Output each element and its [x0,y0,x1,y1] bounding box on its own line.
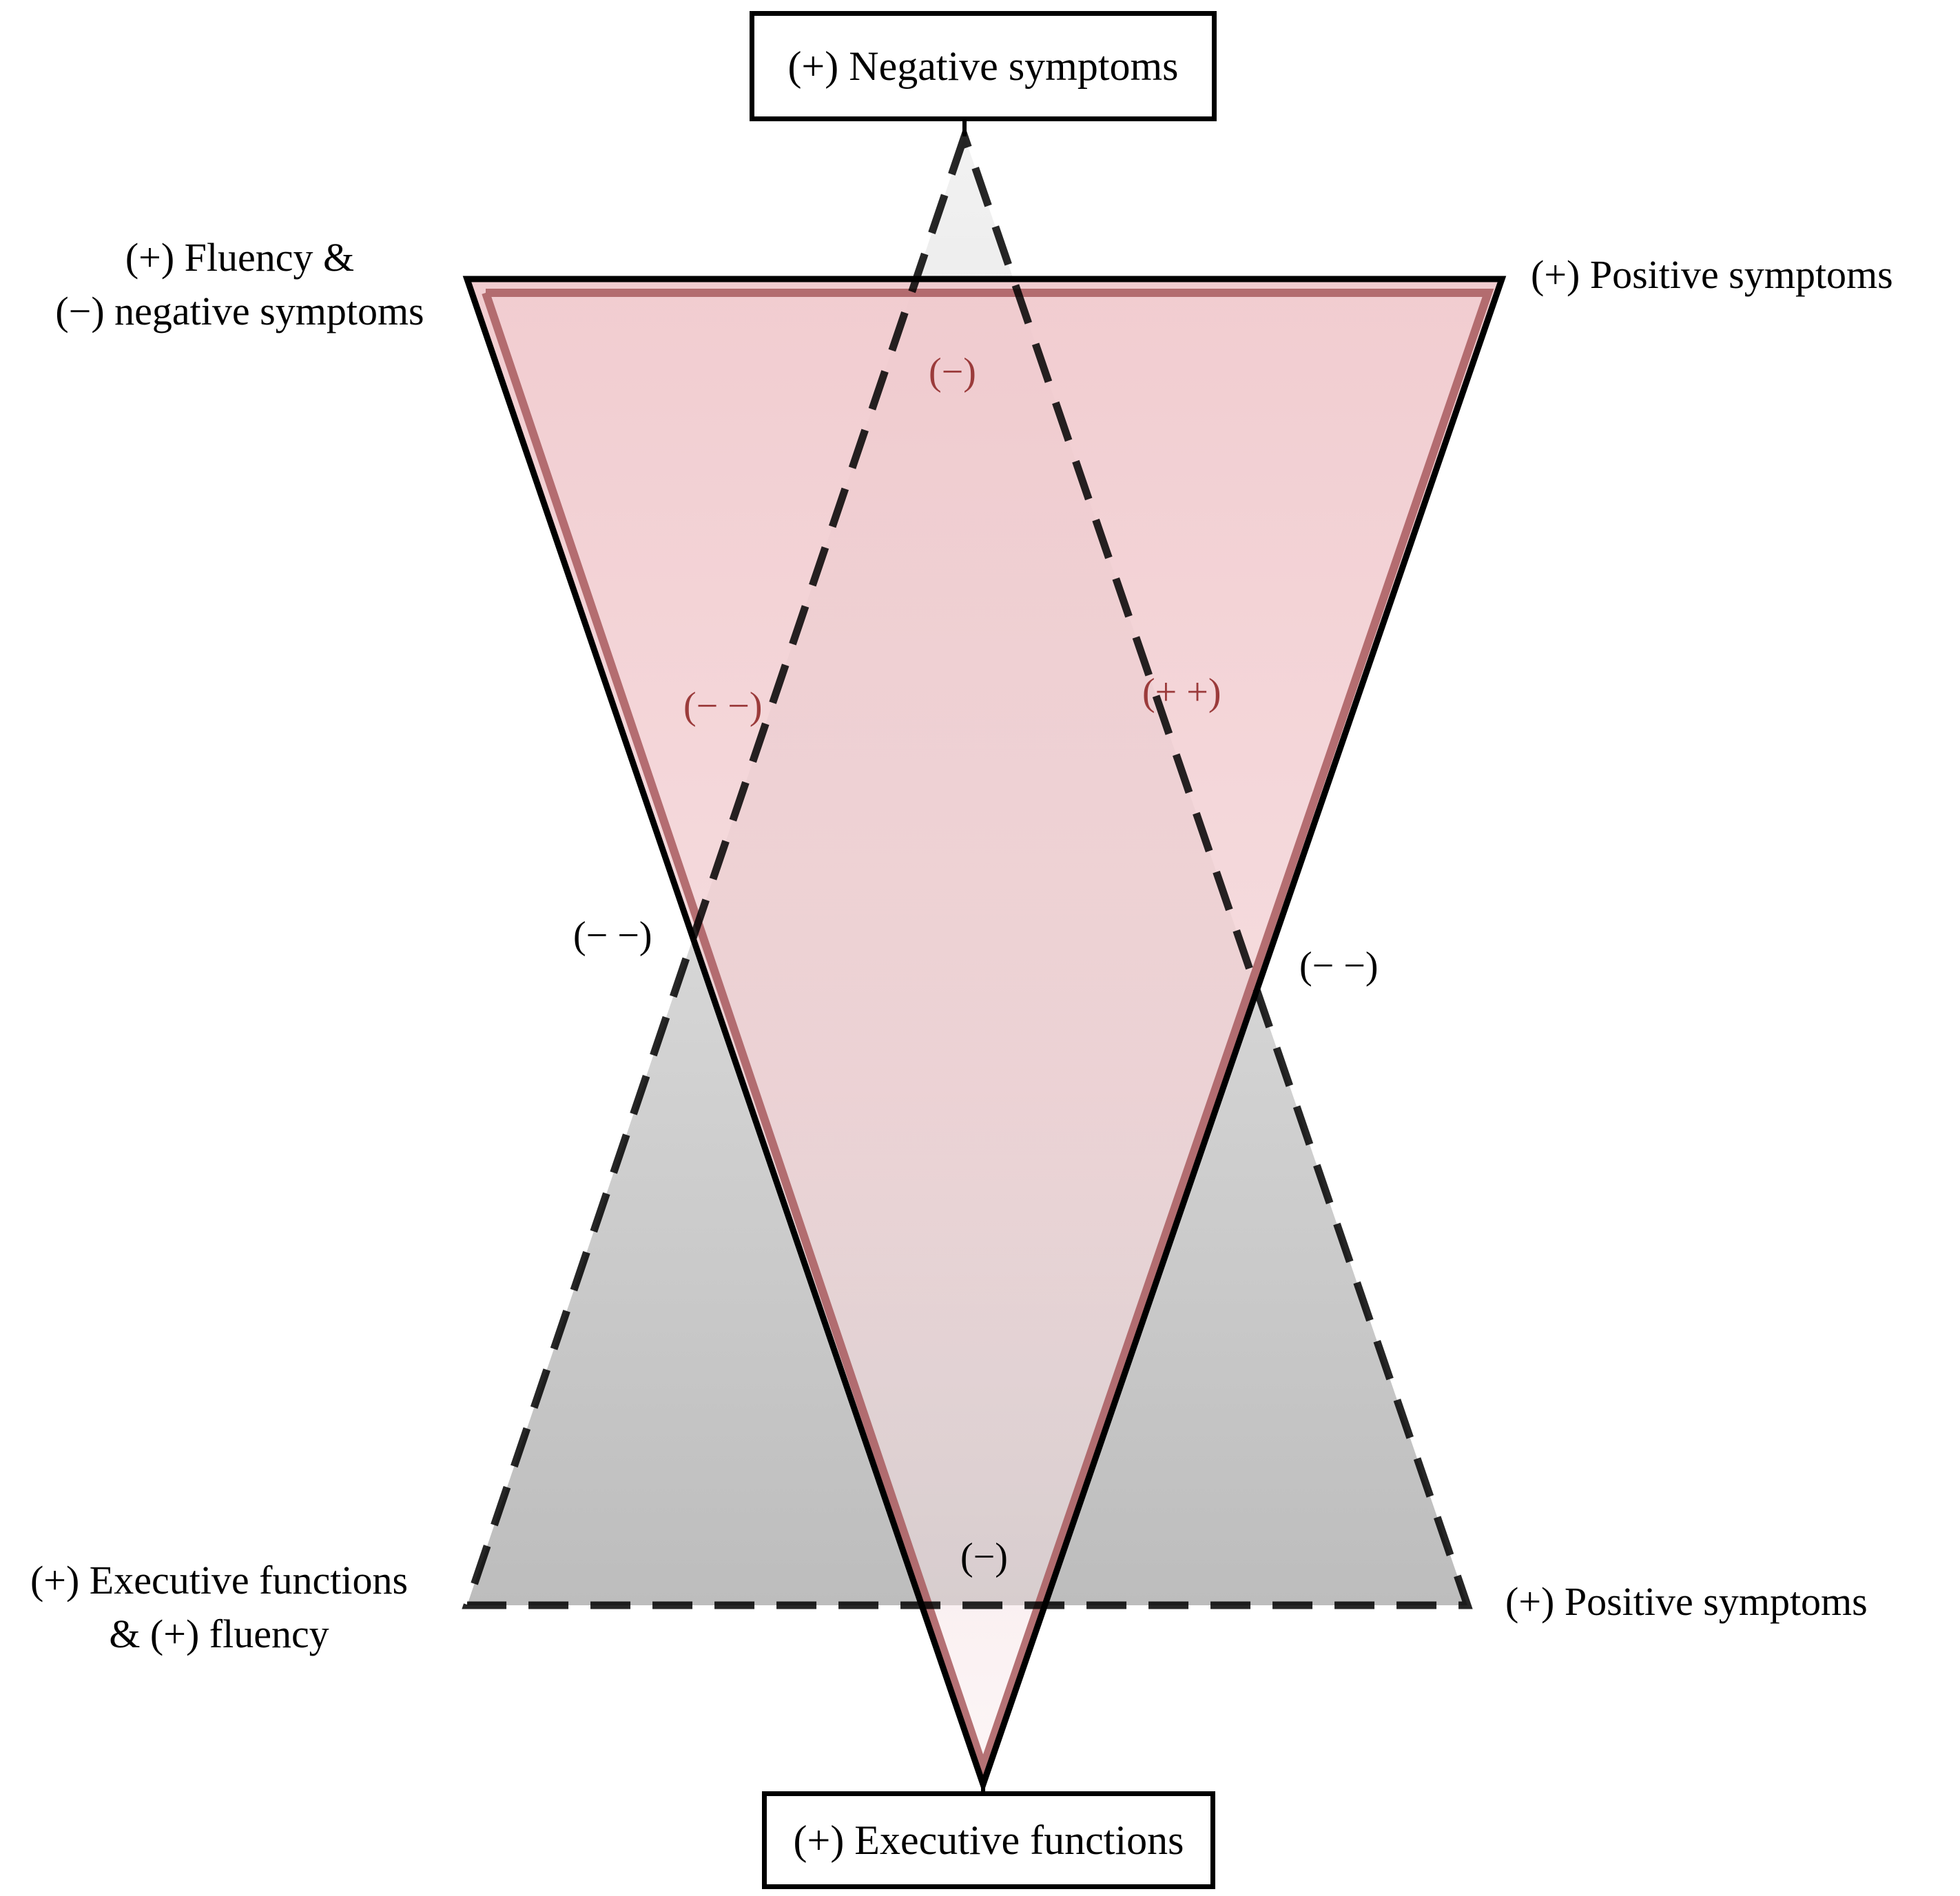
sign-pink-top: (−) [929,351,976,393]
lower-left-line-1: (+) Executive functions [30,1558,409,1603]
lower-right-label: (+) Positive symptoms [1505,1579,1868,1624]
lower-left-label: (+) Executive functions & (+) fluency [0,1554,438,1661]
sign-grey-bottom: (−) [960,1536,1008,1578]
sign-grey-left: (− −) [573,914,652,957]
upper-right-label: (+) Positive symptoms [1531,252,1893,297]
sign-pink-left: (− −) [683,685,763,728]
bottom-box-text: (+) Executive functions [793,1817,1184,1863]
upper-left-line-1: (+) Fluency & [125,235,355,280]
pink-triangle-outline [462,276,1507,1794]
sign-pink-right: (+ +) [1142,671,1221,714]
lower-left-line-2: & (+) fluency [109,1611,329,1656]
upper-left-line-2: (−) negative symptoms [55,289,424,333]
grey-triangle-outline [462,124,1473,1609]
pink-triangle [467,279,1502,1784]
pink-triangle-inner-edge [482,289,1494,1780]
bottom-box-label: (+) Executive functions [762,1791,1215,1889]
sign-grey-right: (− −) [1299,945,1379,987]
top-box-label: (+) Negative symptoms [750,11,1217,121]
top-box-text: (+) Negative symptoms [787,43,1179,89]
upper-left-label: (+) Fluency & (−) negative symptoms [19,231,460,338]
